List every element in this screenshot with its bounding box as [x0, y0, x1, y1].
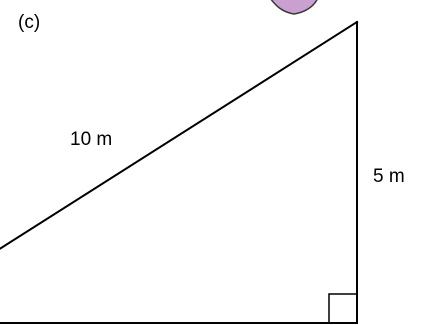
purple-blob-shape: [270, 0, 318, 15]
hypotenuse-label: 10 m: [70, 129, 112, 150]
vertical-side-label: 5 m: [373, 166, 405, 187]
right-triangle: [0, 20, 359, 324]
hypotenuse-side: [0, 20, 359, 250]
right-angle-marker: [328, 293, 357, 323]
part-label: (c): [18, 12, 40, 33]
